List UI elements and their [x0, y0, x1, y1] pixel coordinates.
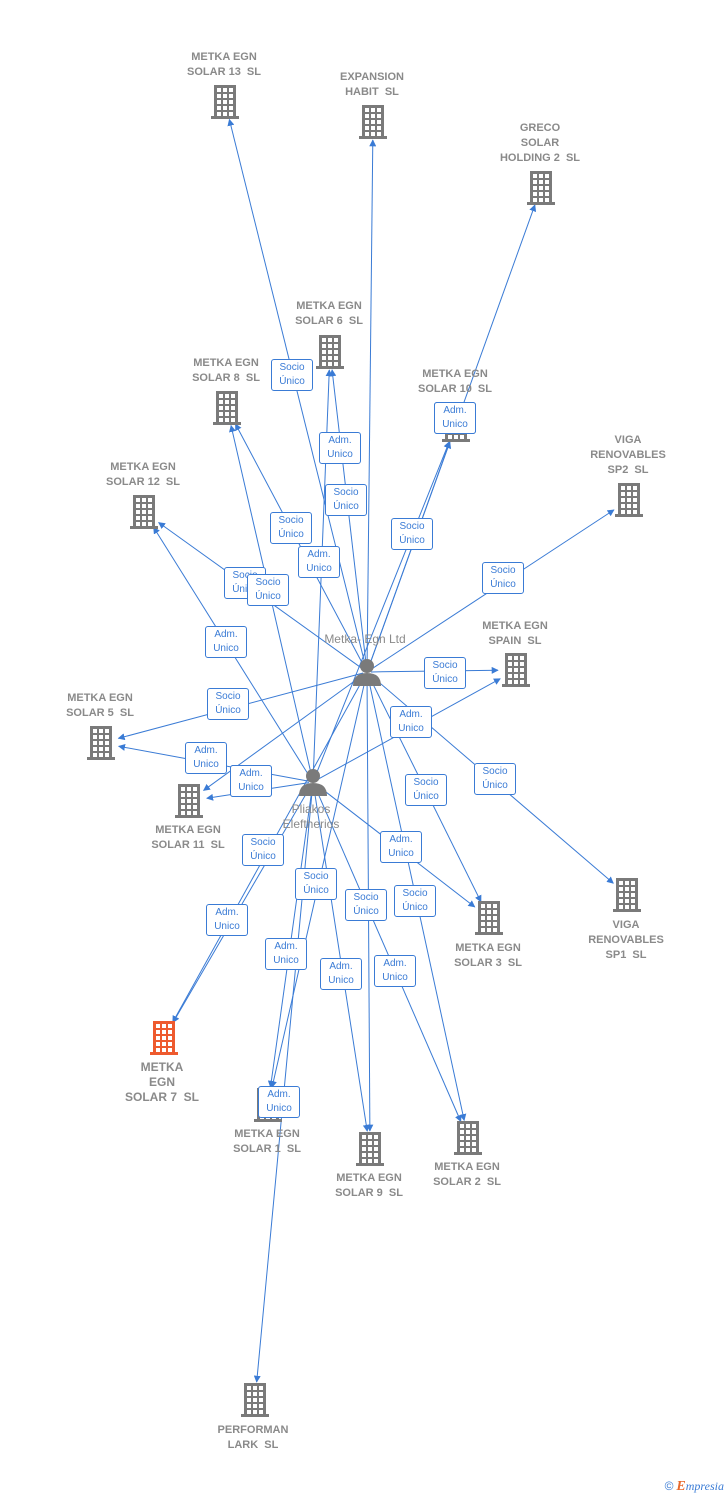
company-label[interactable]: METKA EGN SOLAR 5 SL — [66, 692, 134, 719]
edge-label[interactable]: Socio Único — [207, 688, 249, 720]
building-icon[interactable] — [211, 85, 239, 119]
edge-label[interactable]: Socio Único — [270, 512, 312, 544]
building-icon[interactable] — [150, 1021, 178, 1055]
building-icon[interactable] — [356, 1132, 384, 1166]
edge-label[interactable]: Socio Único — [271, 359, 313, 391]
company-label[interactable]: METKA EGN SPAIN SL — [482, 620, 548, 647]
company-label[interactable]: METKA EGN SOLAR 1 SL — [233, 1128, 301, 1155]
edge-pliakos-solar10 — [314, 441, 451, 779]
edge-label[interactable]: Socio Único — [242, 834, 284, 866]
edge-pliakos-solar7 — [172, 785, 312, 1024]
edge-metka_ltd-solar6 — [329, 369, 368, 669]
company-label[interactable]: METKA EGN SOLAR 3 SL — [454, 942, 522, 969]
building-icon[interactable] — [316, 335, 344, 369]
edge-label[interactable]: Adm. Unico — [298, 546, 340, 578]
brand-initial: E — [676, 1479, 686, 1494]
building-icon[interactable] — [475, 901, 503, 935]
copyright-notice: © Empresia — [665, 1479, 724, 1495]
building-icon[interactable] — [359, 105, 387, 139]
building-icon[interactable] — [213, 391, 241, 425]
building-icon[interactable] — [454, 1121, 482, 1155]
building-icon[interactable] — [87, 726, 115, 760]
edge-label[interactable]: Socio Único — [247, 574, 289, 606]
edge-label[interactable]: Socio Único — [405, 774, 447, 806]
company-label[interactable]: VIGA RENOVABLES SP1 SL — [588, 919, 664, 961]
brand-name: mpresia — [685, 1479, 724, 1493]
company-label[interactable]: GRECO SOLAR HOLDING 2 SL — [499, 122, 581, 164]
edge-pliakos-solar2 — [314, 785, 462, 1123]
company-label[interactable]: METKA EGN SOLAR 2 SL — [433, 1161, 501, 1188]
edge-pliakos-solar1 — [267, 785, 313, 1088]
building-icon[interactable] — [527, 171, 555, 205]
company-label[interactable]: METKA EGN SOLAR 12 SL — [106, 461, 180, 488]
edge-label[interactable]: Adm. Unico — [434, 402, 476, 434]
company-label[interactable]: METKA EGN SOLAR 11 SL — [151, 824, 225, 851]
edge-label[interactable]: Adm. Unico — [265, 938, 307, 970]
edge-label[interactable]: Socio Único — [424, 657, 466, 689]
edge-label[interactable]: Socio Único — [391, 518, 433, 550]
person-label[interactable]: Pliakos Eleftherios — [282, 802, 340, 831]
building-icon[interactable] — [130, 495, 158, 529]
edge-metka_ltd-expansion — [366, 139, 377, 669]
edge-label[interactable]: Adm. Unico — [320, 958, 362, 990]
building-icon[interactable] — [502, 653, 530, 687]
person-icon[interactable] — [299, 769, 327, 796]
building-icon[interactable] — [615, 483, 643, 517]
edge-label[interactable]: Socio Único — [295, 868, 337, 900]
edge-label[interactable]: Adm. Unico — [206, 904, 248, 936]
edge-label[interactable]: Adm. Unico — [230, 765, 272, 797]
company-label[interactable]: METKA EGN SOLAR 6 SL — [295, 300, 363, 327]
edge-label[interactable]: Adm. Unico — [319, 432, 361, 464]
company-label[interactable]: METKA EGN SOLAR 7 SL — [124, 1060, 200, 1104]
edge-label[interactable]: Adm. Unico — [380, 831, 422, 863]
edge-label[interactable]: Adm. Unico — [374, 955, 416, 987]
copyright-symbol: © — [664, 1479, 674, 1493]
edge-label[interactable]: Socio Único — [345, 889, 387, 921]
edge-metka_ltd-solar10 — [367, 441, 452, 669]
building-icon[interactable] — [241, 1383, 269, 1417]
edge-label[interactable]: Adm. Unico — [258, 1086, 300, 1118]
building-icon[interactable] — [613, 878, 641, 912]
edge-label[interactable]: Adm. Unico — [390, 706, 432, 738]
edge-label[interactable]: Socio Único — [482, 562, 524, 594]
company-label[interactable]: METKA EGN SOLAR 8 SL — [192, 357, 260, 384]
company-label[interactable]: METKA EGN SOLAR 13 SL — [187, 51, 261, 78]
person-label[interactable]: Metka- Egn Ltd — [324, 632, 406, 646]
person-icon[interactable] — [353, 659, 381, 686]
company-label[interactable]: METKA EGN SOLAR 10 SL — [418, 368, 492, 395]
edge-label[interactable]: Adm. Unico — [205, 626, 247, 658]
edge-label[interactable]: Socio Único — [394, 885, 436, 917]
edge-label[interactable]: Adm. Unico — [185, 742, 227, 774]
company-label[interactable]: EXPANSION HABIT SL — [340, 71, 404, 98]
edge-metka_ltd-solar13 — [227, 118, 367, 669]
edge-label[interactable]: Socio Único — [474, 763, 516, 795]
company-label[interactable]: PERFORMAN LARK SL — [217, 1424, 289, 1451]
building-icon[interactable] — [175, 784, 203, 818]
edge-label[interactable]: Socio Único — [325, 484, 367, 516]
company-label[interactable]: VIGA RENOVABLES SP2 SL — [590, 434, 666, 476]
company-label[interactable]: METKA EGN SOLAR 9 SL — [335, 1172, 403, 1199]
